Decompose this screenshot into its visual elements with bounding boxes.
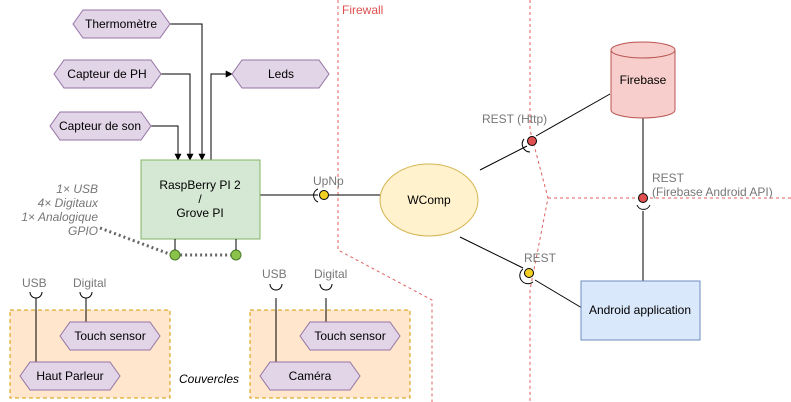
io-note: 1× USB 4× Digitaux 1× Analogique GPIO bbox=[21, 182, 99, 238]
left-usb-port[interactable] bbox=[29, 291, 43, 299]
right-digital-label: Digital bbox=[314, 267, 347, 281]
android-label: Android application bbox=[589, 303, 691, 317]
rest-android-interface[interactable] bbox=[519, 268, 534, 285]
raspberry-line3: Grove PI bbox=[176, 206, 223, 220]
gpio-port-right bbox=[230, 249, 242, 261]
sensor-ph-label: Capteur de PH bbox=[67, 67, 146, 81]
io-note-analog: 1× Analogique bbox=[21, 210, 98, 224]
io-note-digital: 4× Digitaux bbox=[38, 196, 99, 210]
left-digital-port[interactable] bbox=[79, 291, 93, 299]
wcomp-label: WComp bbox=[407, 193, 451, 207]
upnp-interface[interactable] bbox=[313, 188, 329, 203]
firebase-label: Firebase bbox=[620, 73, 667, 87]
right-usb-label: USB bbox=[262, 267, 287, 281]
firewall-label: Firewall bbox=[342, 3, 383, 17]
left-digital-label: Digital bbox=[73, 276, 106, 290]
rest-firebase-interface[interactable] bbox=[636, 193, 651, 210]
raspberry-line2: / bbox=[198, 192, 202, 206]
io-note-usb: 1× USB bbox=[56, 182, 98, 196]
camera-label: Caméra bbox=[289, 369, 332, 383]
gpio-port-left bbox=[169, 249, 181, 261]
upnp-label: UpNp bbox=[313, 174, 344, 188]
sensor-thermometre-label: Thermomètre bbox=[85, 17, 157, 31]
raspberry-line1: RaspBerry PI 2 bbox=[159, 178, 241, 192]
right-usb-port[interactable] bbox=[269, 283, 283, 291]
rest-firebase-label2: (Firebase Android API) bbox=[652, 185, 773, 199]
leds-output[interactable]: Leds bbox=[231, 59, 330, 89]
sensor-son-label: Capteur de son bbox=[59, 119, 141, 133]
gpio-port-stubs bbox=[174, 239, 237, 250]
rest-firebase-label1: REST bbox=[652, 171, 685, 185]
right-touch-label: Touch sensor bbox=[314, 329, 385, 343]
rest-http-label: REST (Http) bbox=[482, 112, 547, 126]
rest-android-label: REST bbox=[524, 251, 557, 265]
connections bbox=[35, 23, 644, 362]
sensor-thermometre[interactable]: Thermomètre bbox=[72, 9, 171, 39]
firebase-database[interactable]: Firebase bbox=[610, 41, 676, 119]
rest-http-interface[interactable] bbox=[521, 136, 537, 153]
left-usb-label: USB bbox=[22, 276, 47, 290]
wcomp-node[interactable]: WComp bbox=[379, 163, 479, 237]
camera[interactable]: Caméra bbox=[259, 361, 361, 391]
sensor-son[interactable]: Capteur de son bbox=[49, 111, 152, 141]
left-touch-label: Touch sensor bbox=[74, 329, 145, 343]
right-touch-sensor[interactable]: Touch sensor bbox=[299, 321, 401, 351]
raspberry-pi-box[interactable]: RaspBerry PI 2 / Grove PI bbox=[140, 159, 261, 240]
couvercles-label: Couvercles bbox=[179, 372, 239, 386]
io-note-gpio: GPIO bbox=[68, 224, 98, 238]
leds-label: Leds bbox=[268, 67, 294, 81]
right-digital-port[interactable] bbox=[319, 283, 333, 291]
firewall-lines bbox=[337, 0, 791, 402]
haut-parleur-label: Haut Parleur bbox=[36, 369, 103, 383]
left-touch-sensor[interactable]: Touch sensor bbox=[59, 321, 161, 351]
haut-parleur[interactable]: Haut Parleur bbox=[19, 361, 121, 391]
sensor-ph[interactable]: Capteur de PH bbox=[53, 59, 162, 89]
android-application-box[interactable]: Android application bbox=[580, 280, 701, 341]
